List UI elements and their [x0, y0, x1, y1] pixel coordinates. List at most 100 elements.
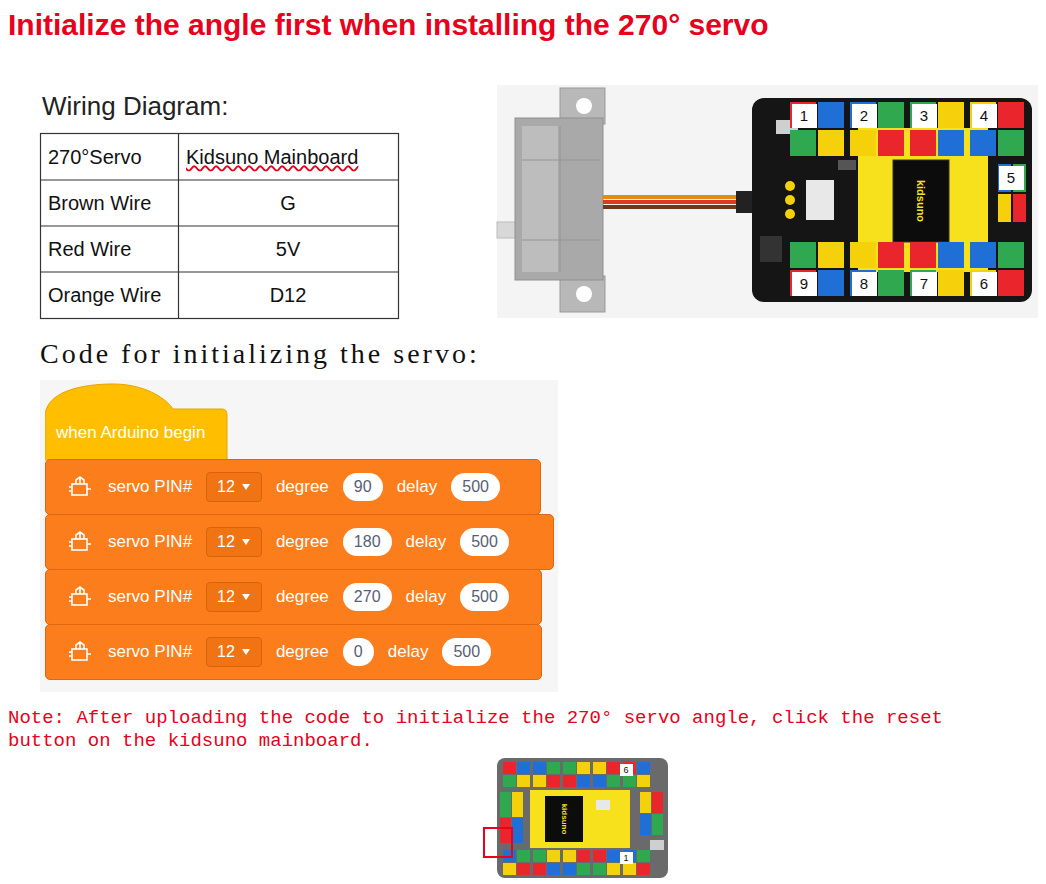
- number-plate: [620, 764, 633, 776]
- number-plate: [912, 272, 937, 296]
- number-plate: [972, 272, 997, 296]
- port-block: [563, 775, 576, 787]
- port-block: [970, 102, 996, 128]
- dropdown-arrow: [235, 647, 253, 657]
- board-logo: kidsuno: [559, 804, 568, 835]
- port-block: [998, 102, 1024, 128]
- number-input: 180: [343, 528, 392, 556]
- hat-block: when Arduino begin: [45, 383, 228, 461]
- number-value: 90: [354, 478, 372, 496]
- number-value: 180: [354, 533, 381, 551]
- number-plate: [792, 272, 817, 296]
- port-block: [998, 194, 1011, 222]
- port-block: [637, 762, 650, 774]
- port-block: [998, 242, 1024, 268]
- port-block: [790, 102, 816, 128]
- number-value: 500: [462, 478, 489, 496]
- port-block: [652, 792, 663, 813]
- port-block: [818, 242, 844, 268]
- dropdown-arrow: [235, 482, 253, 492]
- port-block: [563, 762, 576, 774]
- port-block: [503, 863, 516, 875]
- pin-number: 12: [217, 533, 235, 551]
- port-block: [533, 775, 546, 787]
- servo-icon: [68, 640, 92, 664]
- port-number: 1: [800, 107, 808, 124]
- port-block: [790, 270, 816, 296]
- port-block: [512, 818, 523, 843]
- port-block: [640, 814, 651, 835]
- port-block: [970, 130, 996, 156]
- port-block: [1013, 194, 1026, 222]
- number-plate: [972, 104, 997, 128]
- number-input: 500: [460, 583, 509, 611]
- port-block: [512, 792, 523, 817]
- port-block: [878, 242, 904, 268]
- block-text: degree: [276, 642, 329, 662]
- port-block: [517, 762, 530, 774]
- block-text: delay: [406, 587, 447, 607]
- block-text: degree: [276, 477, 329, 497]
- port-block: [547, 775, 560, 787]
- dropdown-arrow: [235, 592, 253, 602]
- hat-outline: [45, 384, 227, 460]
- port-block: [503, 762, 516, 774]
- number-input: 500: [442, 638, 491, 666]
- port-block: [547, 762, 560, 774]
- port-block: [818, 130, 844, 156]
- port-block: [593, 775, 606, 787]
- port-block: [577, 775, 590, 787]
- servo-block: servo PIN#12degree180delay500: [45, 514, 554, 570]
- port-number: 6: [623, 765, 628, 775]
- note-text: Note: After uploading the code to initia…: [8, 707, 1008, 753]
- port-block: [577, 863, 590, 875]
- block-text: servo PIN#: [108, 642, 192, 662]
- wiring-table: [40, 133, 399, 319]
- port-block: [910, 102, 936, 128]
- port-block: [637, 850, 650, 862]
- port-number: 9: [800, 275, 808, 292]
- block-text: when Arduino begin: [56, 423, 205, 443]
- block-text: delay: [388, 642, 429, 662]
- port-number: 1: [623, 853, 628, 863]
- port-block: [500, 818, 511, 843]
- section-heading: Wiring Diagram:: [42, 92, 228, 122]
- number-value: 500: [471, 533, 498, 551]
- number-value: 500: [453, 643, 480, 661]
- number-input: 500: [460, 528, 509, 556]
- pin-dropdown: 12: [206, 472, 262, 502]
- servo-motor: [497, 88, 605, 312]
- number-plate: [792, 104, 817, 128]
- kidsuno-mainboard: [752, 98, 1032, 302]
- table-cell: Red Wire: [48, 238, 131, 261]
- port-block: [790, 242, 816, 268]
- pin-number: 12: [217, 478, 235, 496]
- port-block: [970, 270, 996, 296]
- table-cell: Brown Wire: [48, 192, 151, 215]
- port-block: [938, 242, 964, 268]
- port-block: [850, 270, 876, 296]
- number-plate: [999, 166, 1024, 190]
- port-block: [533, 762, 546, 774]
- port-block: [593, 863, 606, 875]
- servo-block: servo PIN#12degree90delay500: [45, 459, 541, 515]
- servo-icon: [68, 585, 92, 609]
- table-cell: 270°Servo: [48, 146, 142, 169]
- port-block: [563, 850, 576, 862]
- page-title: Initialize the angle first when installi…: [8, 8, 769, 43]
- table-cell: D12: [270, 284, 307, 307]
- block-text: servo PIN#: [108, 532, 192, 552]
- block-text: degree: [276, 587, 329, 607]
- port-block: [607, 863, 620, 875]
- number-plate: [620, 852, 633, 864]
- section-heading: Code for initializing the servo:: [40, 338, 480, 370]
- port-block: [517, 850, 530, 862]
- servo-block: servo PIN#12degree270delay500: [45, 569, 542, 625]
- pin-number: 12: [217, 588, 235, 606]
- block-text: degree: [276, 532, 329, 552]
- table-cell: Orange Wire: [48, 284, 161, 307]
- port-block: [500, 792, 511, 817]
- port-block: [910, 242, 936, 268]
- port-block: [878, 270, 904, 296]
- port-number: 7: [920, 275, 928, 292]
